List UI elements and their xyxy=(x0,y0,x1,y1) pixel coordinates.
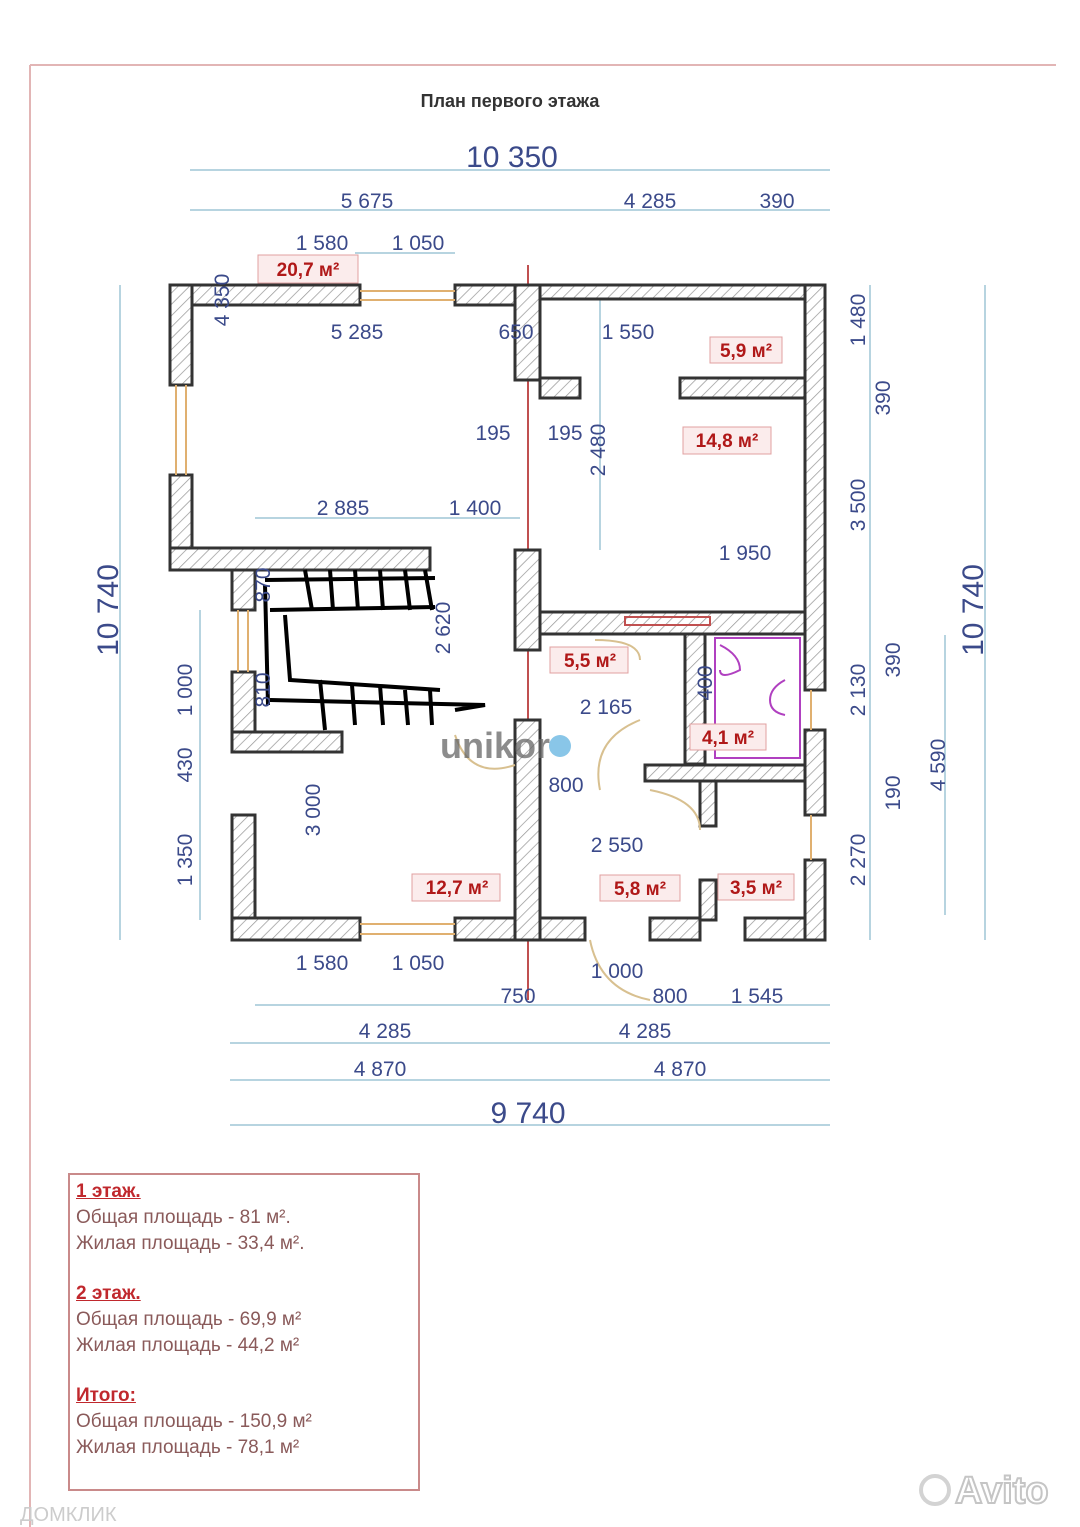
dim-label: 1 000 xyxy=(174,664,197,717)
legend-floor2-total: Общая площадь - 69,9 м² xyxy=(76,1309,302,1330)
legend-floor2-title: 2 этаж. xyxy=(76,1283,141,1304)
legend-floor1-living: Жилая площадь - 33,4 м². xyxy=(76,1233,305,1254)
area-summary-legend: 1 этаж. Общая площадь - 81 м². Жилая пло… xyxy=(68,1173,420,1491)
dim-label: 390 xyxy=(882,642,905,677)
area-bath: 4,1 м² xyxy=(702,728,754,749)
dim-label: 1 545 xyxy=(731,985,784,1008)
dim-label: 1 580 xyxy=(296,232,349,255)
dim-total-right: 10 740 xyxy=(957,564,990,656)
dim-label: 2 165 xyxy=(580,696,633,719)
dim-label: 4 870 xyxy=(654,1058,707,1081)
dim-label: 4 285 xyxy=(359,1020,412,1043)
doors xyxy=(454,639,701,1001)
area-bedroom: 14,8 м² xyxy=(696,431,759,452)
bath-fixtures-icon xyxy=(714,637,801,759)
domclick-logo: ДОМКЛИК xyxy=(20,1504,117,1526)
legend-sum-total: Общая площадь - 150,9 м² xyxy=(76,1411,312,1432)
unikor-logo: unikor xyxy=(440,725,571,766)
dim-label: 1 950 xyxy=(719,542,772,565)
legend-floor1-title: 1 этаж. xyxy=(76,1181,141,1202)
stair-sketch-icon xyxy=(263,569,486,731)
legend-floor2-living: Жилая площадь - 44,2 м² xyxy=(76,1335,300,1356)
dim-label: 1 480 xyxy=(847,294,870,347)
radiator-icon xyxy=(624,616,711,626)
dim-label: 400 xyxy=(694,665,717,700)
dim-label: 1 050 xyxy=(392,232,445,255)
dim-label: 195 xyxy=(547,422,582,445)
dim-label: 650 xyxy=(498,321,533,344)
dim-label: 2 130 xyxy=(847,664,870,717)
area-entry: 5,8 м² xyxy=(614,879,666,900)
dim-label: 1 000 xyxy=(591,960,644,983)
dim-label: 4 590 xyxy=(927,739,950,792)
dim-total-left: 10 740 xyxy=(92,564,125,656)
area-labels: 20,7 м² 5,9 м² 14,8 м² 5,5 м² 4,1 м² 12,… xyxy=(257,254,795,902)
dim-label: 3 500 xyxy=(847,479,870,532)
dim-label: 800 xyxy=(652,985,687,1008)
dim-label: 870 xyxy=(252,567,275,602)
dim-label: 190 xyxy=(882,775,905,810)
dim-label: 1 550 xyxy=(602,321,655,344)
legend-gap xyxy=(76,1359,412,1383)
dim-label: 3 000 xyxy=(302,784,325,837)
dim-label: 4 350 xyxy=(211,274,234,327)
dim-label: 430 xyxy=(174,747,197,782)
dim-label: 800 xyxy=(548,774,583,797)
dim-label: 2 550 xyxy=(591,834,644,857)
dim-label: 390 xyxy=(872,380,895,415)
avito-logo: Avito xyxy=(919,1469,1050,1513)
dim-total-top: 10 350 xyxy=(466,141,558,174)
legend-floor1-total: Общая площадь - 81 м². xyxy=(76,1207,291,1228)
dim-label: 195 xyxy=(475,422,510,445)
dim-label: 2 480 xyxy=(587,424,610,477)
area-hall: 5,5 м² xyxy=(564,651,616,672)
dim-label: 2 620 xyxy=(432,602,455,655)
area-wc: 3,5 м² xyxy=(730,878,782,899)
legend-sum-title: Итого: xyxy=(76,1385,136,1406)
dim-label: 1 350 xyxy=(174,834,197,887)
avito-logo-text: Avito xyxy=(955,1470,1049,1512)
area-room-bottom: 12,7 м² xyxy=(426,878,489,899)
dimension-lines xyxy=(119,169,986,1126)
plan-title: План первого этажа xyxy=(421,91,601,111)
area-small-top: 5,9 м² xyxy=(720,341,772,362)
unikor-logo-text: unikor xyxy=(440,725,550,766)
dim-label: 4 285 xyxy=(624,190,677,213)
dimension-labels: 10 350 5 675 4 285 390 1 580 1 050 5 285… xyxy=(92,141,990,1130)
dim-label: 5 285 xyxy=(331,321,384,344)
dim-label: 390 xyxy=(759,190,794,213)
legend-gap xyxy=(76,1257,412,1281)
dim-label: 2 885 xyxy=(317,497,370,520)
dim-label: 4 285 xyxy=(619,1020,672,1043)
dim-label: 810 xyxy=(252,672,275,707)
windows xyxy=(175,290,812,935)
dim-total-bottom: 9 740 xyxy=(490,1097,565,1130)
dim-label: 5 675 xyxy=(341,190,394,213)
dim-label: 2 270 xyxy=(847,834,870,887)
dim-label: 1 050 xyxy=(392,952,445,975)
legend-sum-living: Жилая площадь - 78,1 м² xyxy=(76,1437,300,1458)
dim-label: 1 580 xyxy=(296,952,349,975)
area-living: 20,7 м² xyxy=(277,260,340,281)
dim-label: 4 870 xyxy=(354,1058,407,1081)
walls xyxy=(168,283,827,942)
dim-label: 1 400 xyxy=(449,497,502,520)
dim-label: 750 xyxy=(500,985,535,1008)
